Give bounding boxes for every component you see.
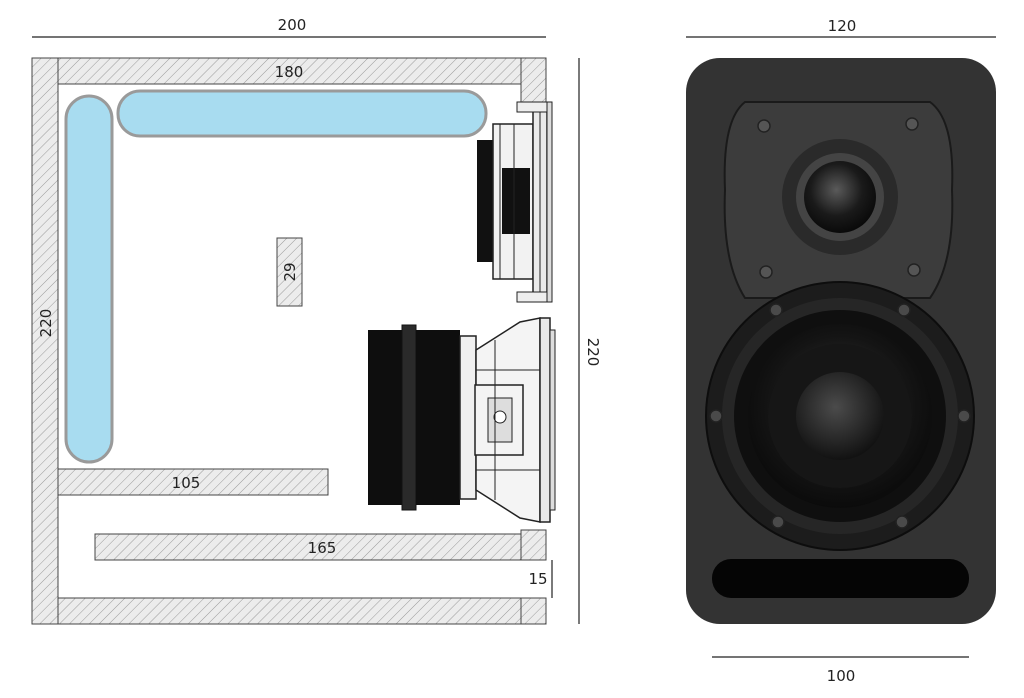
woofer-screw-6: [895, 515, 909, 529]
woofer-screw-4: [957, 409, 971, 423]
top-width-label: 120: [828, 17, 857, 35]
tweeter-screw-tl: [757, 119, 771, 133]
tweeter-screw-br: [907, 263, 921, 277]
right-height-label: 220: [584, 338, 602, 367]
section-view: 200 180 105 165 220 29: [31, 16, 602, 625]
front-view: 120: [686, 17, 996, 685]
woofer-screw-2: [897, 303, 911, 317]
shelf-mid-label: 105: [172, 474, 201, 492]
bottom-right-cap: [520, 597, 547, 625]
top-right-cap: [520, 57, 547, 109]
damping-top: [116, 89, 488, 138]
shelf-low-label: 165: [308, 539, 337, 557]
dim-width-label: 200: [278, 16, 307, 34]
damping-left: [64, 94, 114, 464]
top-shelf-label: 180: [275, 63, 304, 81]
woofer-screw-1: [769, 303, 783, 317]
tweeter-screw-tr: [905, 117, 919, 131]
tweeter-screw-bl: [759, 265, 773, 279]
bottom-panel: [57, 597, 522, 625]
port-label: 29: [281, 262, 299, 281]
front-lower-panel: [520, 529, 547, 561]
woofer: [705, 281, 975, 551]
tweeter-side-profile: [477, 101, 553, 303]
woofer-side-profile: [368, 317, 556, 523]
left-height-label: 220: [37, 309, 55, 338]
shelf-165: [94, 533, 522, 561]
woofer-screw-5: [771, 515, 785, 529]
woofer-screw-3: [709, 409, 723, 423]
left-panel: [31, 57, 59, 625]
bottom-width-label: 100: [827, 667, 856, 685]
tweeter: [723, 101, 954, 299]
shelf-105: [57, 468, 329, 496]
slot-port: [712, 559, 969, 598]
gap-label: 15: [528, 570, 547, 588]
port: [276, 237, 303, 307]
